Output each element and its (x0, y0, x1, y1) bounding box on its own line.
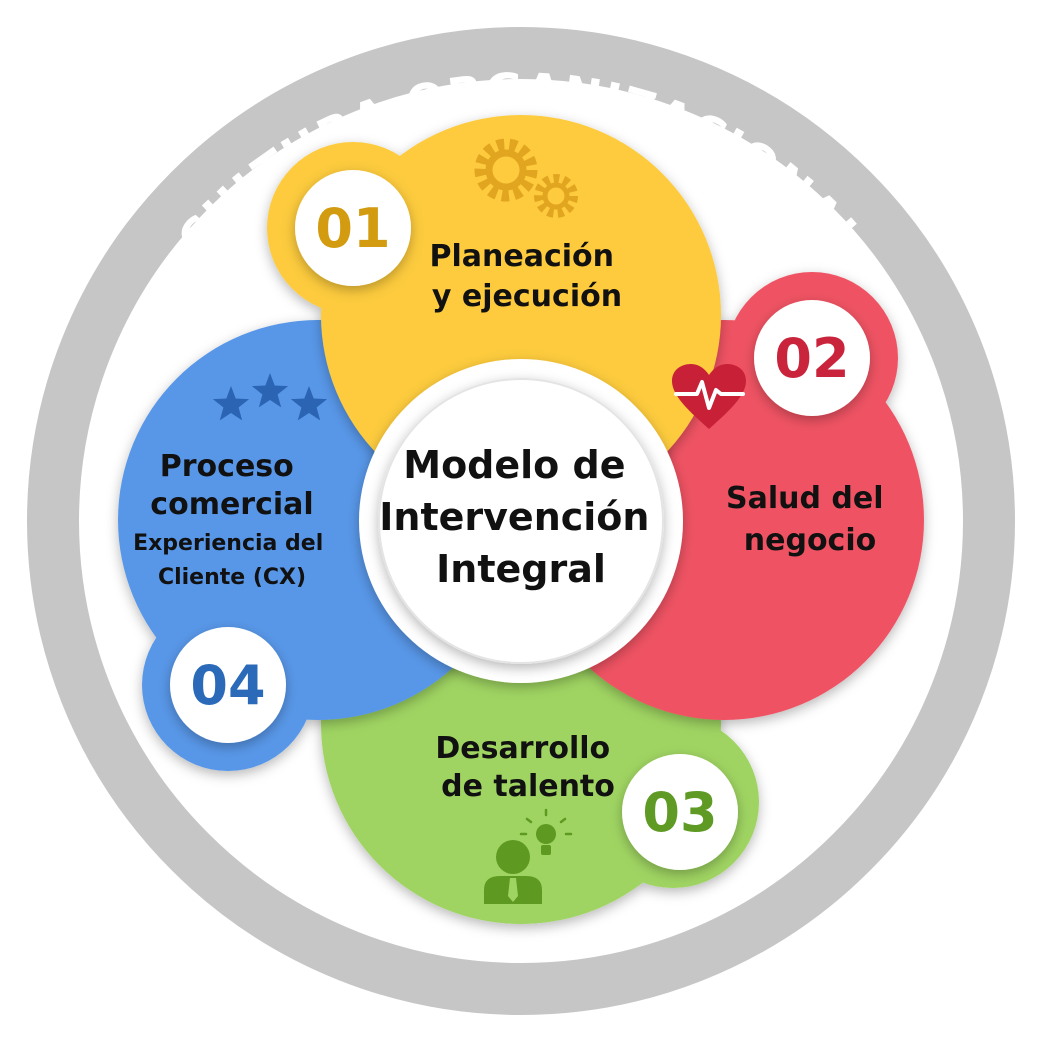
center-title-line-2: Intervención (379, 495, 649, 539)
segment-03-title: Desarrollo de talento (435, 731, 620, 804)
segment-04-title-line-2: comercial (150, 487, 313, 522)
center-title: Modelo de Intervención Integral (379, 443, 662, 591)
star-icon-3 (290, 386, 328, 421)
segment-03-number: 03 (642, 781, 717, 844)
segment-03-title-line-1: Desarrollo (435, 731, 610, 766)
segment-01-badge: 01 (295, 170, 411, 286)
three-stars-icon (212, 373, 328, 421)
segment-04-subtitle: Experiencia del Cliente (CX) (133, 531, 331, 590)
person-idea-icon (484, 808, 573, 904)
culture-ring (27, 27, 1015, 1015)
heart-pulse-icon (672, 364, 746, 429)
segment-04-title: Proceso comercial (150, 449, 313, 522)
star-icon-1 (212, 386, 250, 421)
segment-01-title: Planeación y ejecución (430, 239, 625, 314)
segment-04-subtitle-line-2: Cliente (CX) (158, 565, 306, 590)
segment-04-subtitle-line-1: Experiencia del (133, 531, 323, 556)
center-title-line-3: Integral (436, 547, 606, 591)
segment-01-number: 01 (315, 197, 390, 260)
segment-04-badge: 04 (170, 627, 286, 743)
star-icon-2 (251, 373, 289, 408)
segment-03-badge: 03 (622, 754, 738, 870)
segment-01-title-line-2: y ejecución (432, 279, 622, 314)
segment-04-title-line-1: Proceso (160, 449, 294, 484)
segment-02-number: 02 (774, 327, 849, 390)
segment-02-title-line-1: Salud del (726, 481, 884, 516)
center-hub: Modelo de Intervención Integral (359, 359, 683, 683)
gears-icon (474, 138, 578, 218)
center-title-line-1: Modelo de (403, 443, 625, 487)
segment-04-number: 04 (190, 654, 265, 717)
segment-02-badge: 02 (754, 300, 870, 416)
segment-03-title-line-2: de talento (441, 769, 615, 804)
segment-02-title-line-2: negocio (744, 523, 876, 558)
segment-02-title: Salud del negocio (726, 481, 894, 558)
segment-01-title-line-1: Planeación (430, 239, 615, 274)
